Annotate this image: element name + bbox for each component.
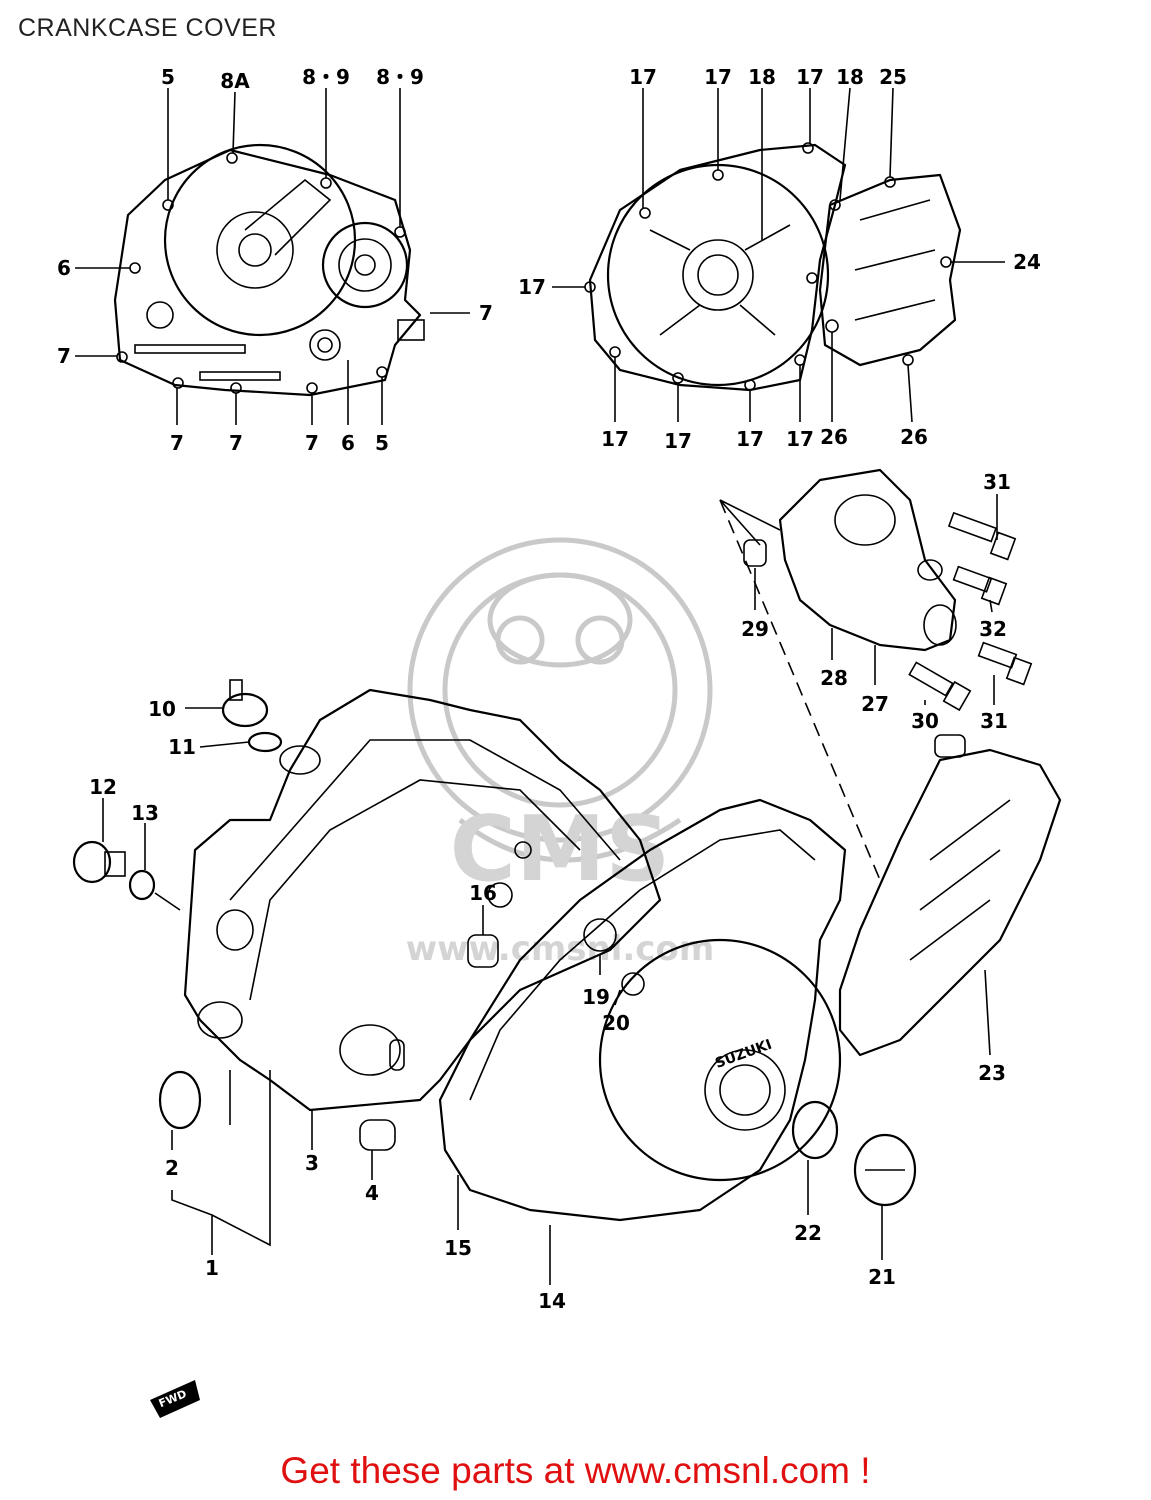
crankcase-left-leader-lines	[102, 707, 484, 1255]
callout-12: 12	[89, 775, 117, 799]
callout-17: 17	[601, 427, 629, 451]
cap-21	[853, 1133, 917, 1207]
callout-7: 7	[305, 431, 319, 455]
drain-plug-12	[72, 840, 126, 884]
page-title: CRANKCASE COVER	[18, 14, 277, 42]
watermark-logo-text: CMS	[450, 797, 670, 902]
callout-1: 1	[205, 1256, 219, 1280]
o-ring-22	[791, 1100, 839, 1160]
callout-28: 28	[820, 666, 848, 690]
bolt-31-lower	[977, 641, 1033, 686]
callout-5: 5	[161, 65, 175, 89]
callout-17: 17	[786, 427, 814, 451]
water-pump-drawing	[743, 468, 1033, 712]
callout-16: 16	[469, 881, 497, 905]
upper-right-leader-lines	[552, 87, 1005, 423]
callout-29: 29	[741, 617, 769, 641]
callout-25: 25	[879, 65, 907, 89]
callout-17: 17	[736, 427, 764, 451]
callout-7: 7	[170, 431, 184, 455]
callout-17: 17	[704, 65, 732, 89]
callout-19: 19	[582, 985, 610, 1009]
callout-8a: 8A	[220, 69, 250, 93]
callout-11: 11	[168, 735, 196, 759]
callout-27: 27	[861, 692, 889, 716]
clutch-cover-drawing: SUZUKI	[438, 798, 917, 1222]
bolt-30	[908, 661, 972, 712]
callout-26: 26	[900, 425, 928, 449]
small-parts-left	[72, 679, 283, 1130]
suzuki-emboss: SUZUKI	[713, 1037, 774, 1072]
front-arrow-icon: FWD	[150, 1380, 200, 1418]
callout-31: 31	[980, 709, 1008, 733]
footer-link-text[interactable]: Get these parts at www.cmsnl.com !	[280, 1450, 871, 1491]
callout-31: 31	[983, 470, 1011, 494]
callout-18: 18	[748, 65, 776, 89]
callout-10: 10	[148, 697, 176, 721]
crankcase-left-drawing	[183, 688, 662, 1151]
callout-17: 17	[629, 65, 657, 89]
bolt-31-upper	[947, 511, 1017, 561]
callout-32: 32	[979, 617, 1007, 641]
callout-30: 30	[911, 709, 939, 733]
callout-22: 22	[794, 1221, 822, 1245]
callout-24: 24	[1013, 250, 1041, 274]
upper-left-cover-drawing	[113, 143, 425, 397]
o-ring-11	[247, 731, 283, 753]
pump-cover-23-drawing	[838, 734, 1062, 1057]
callout-8-9: 8・9	[302, 65, 350, 89]
callout-8-9: 8・9	[376, 65, 424, 89]
upper-left-leader-lines	[75, 88, 470, 425]
callout-18: 18	[836, 65, 864, 89]
bolt-19	[583, 918, 617, 952]
bolt-32	[952, 565, 1008, 606]
callout-23: 23	[978, 1061, 1006, 1085]
clutch-cover-leader-lines	[457, 955, 991, 1285]
callout-13: 13	[131, 801, 159, 825]
callout-17: 17	[796, 65, 824, 89]
gasket-13	[128, 869, 156, 901]
callout-20: 20	[602, 1011, 630, 1035]
callout-26: 26	[820, 425, 848, 449]
callout-21: 21	[868, 1265, 896, 1289]
parts-diagram: CMS www.cmsnl.com	[57, 65, 1062, 1418]
callout-5: 5	[375, 431, 389, 455]
callout-15: 15	[444, 1236, 472, 1260]
oil-filler-cap	[221, 679, 269, 728]
callout-17: 17	[518, 275, 546, 299]
callout-7: 7	[57, 344, 71, 368]
watermark-text: www.cmsnl.com	[406, 929, 715, 969]
callout-7: 7	[229, 431, 243, 455]
callout-7: 7	[479, 301, 493, 325]
callout-labels: 5 8A 8・9 8・9 6 7 7 7 7 7 6 5 17 17 18 17…	[57, 65, 1041, 1313]
callout-2: 2	[165, 1156, 179, 1180]
watermark-logo: CMS www.cmsnl.com	[406, 537, 715, 969]
upper-right-cover-drawing	[584, 142, 962, 392]
callout-3: 3	[305, 1151, 319, 1175]
callout-17: 17	[664, 429, 692, 453]
callout-6: 6	[341, 431, 355, 455]
callout-4: 4	[365, 1181, 379, 1205]
callout-6: 6	[57, 256, 71, 280]
callout-14: 14	[538, 1289, 566, 1313]
oil-seal-2	[158, 1070, 202, 1130]
washer-20	[621, 972, 645, 996]
water-pump-leader-lines	[719, 494, 998, 881]
